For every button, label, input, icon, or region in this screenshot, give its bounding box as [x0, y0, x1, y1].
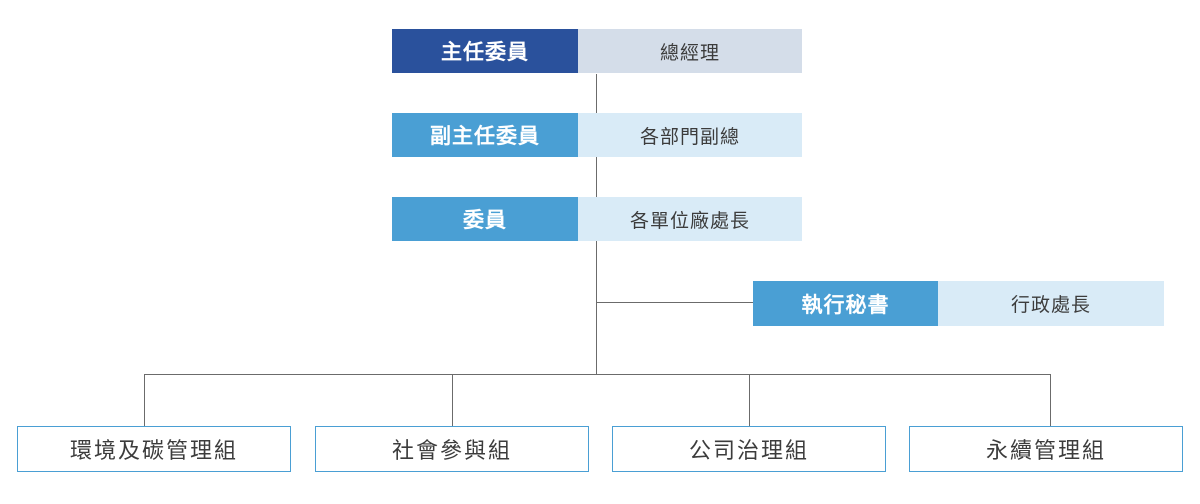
- vice-chair-holder-label: 各部門副總: [578, 113, 802, 157]
- group-drop-line-4: [1050, 374, 1051, 426]
- chair-node: 主任委員 總經理: [392, 29, 802, 73]
- chair-role-label: 主任委員: [392, 29, 578, 73]
- groups-bus-line: [144, 374, 1050, 375]
- secretary-branch-line: [596, 302, 754, 303]
- secretary-node: 執行秘書 行政處長: [753, 281, 1164, 326]
- members-holder-label: 各單位廠處長: [578, 197, 802, 241]
- secretary-role-label: 執行秘書: [753, 281, 938, 326]
- vice-chair-node: 副主任委員 各部門副總: [392, 113, 802, 157]
- group-box-environment: 環境及碳管理組: [17, 426, 291, 472]
- group-drop-line-3: [749, 374, 750, 426]
- members-node: 委員 各單位廠處長: [392, 197, 802, 241]
- vice-chair-role-label: 副主任委員: [392, 113, 578, 157]
- members-role-label: 委員: [392, 197, 578, 241]
- group-box-governance: 公司治理組: [612, 426, 886, 472]
- group-box-sustainability: 永續管理組: [909, 426, 1183, 472]
- secretary-holder-label: 行政處長: [938, 281, 1164, 326]
- chair-holder-label: 總經理: [578, 29, 802, 73]
- group-box-social: 社會參與組: [315, 426, 589, 472]
- group-drop-line-1: [144, 374, 145, 426]
- group-drop-line-2: [452, 374, 453, 426]
